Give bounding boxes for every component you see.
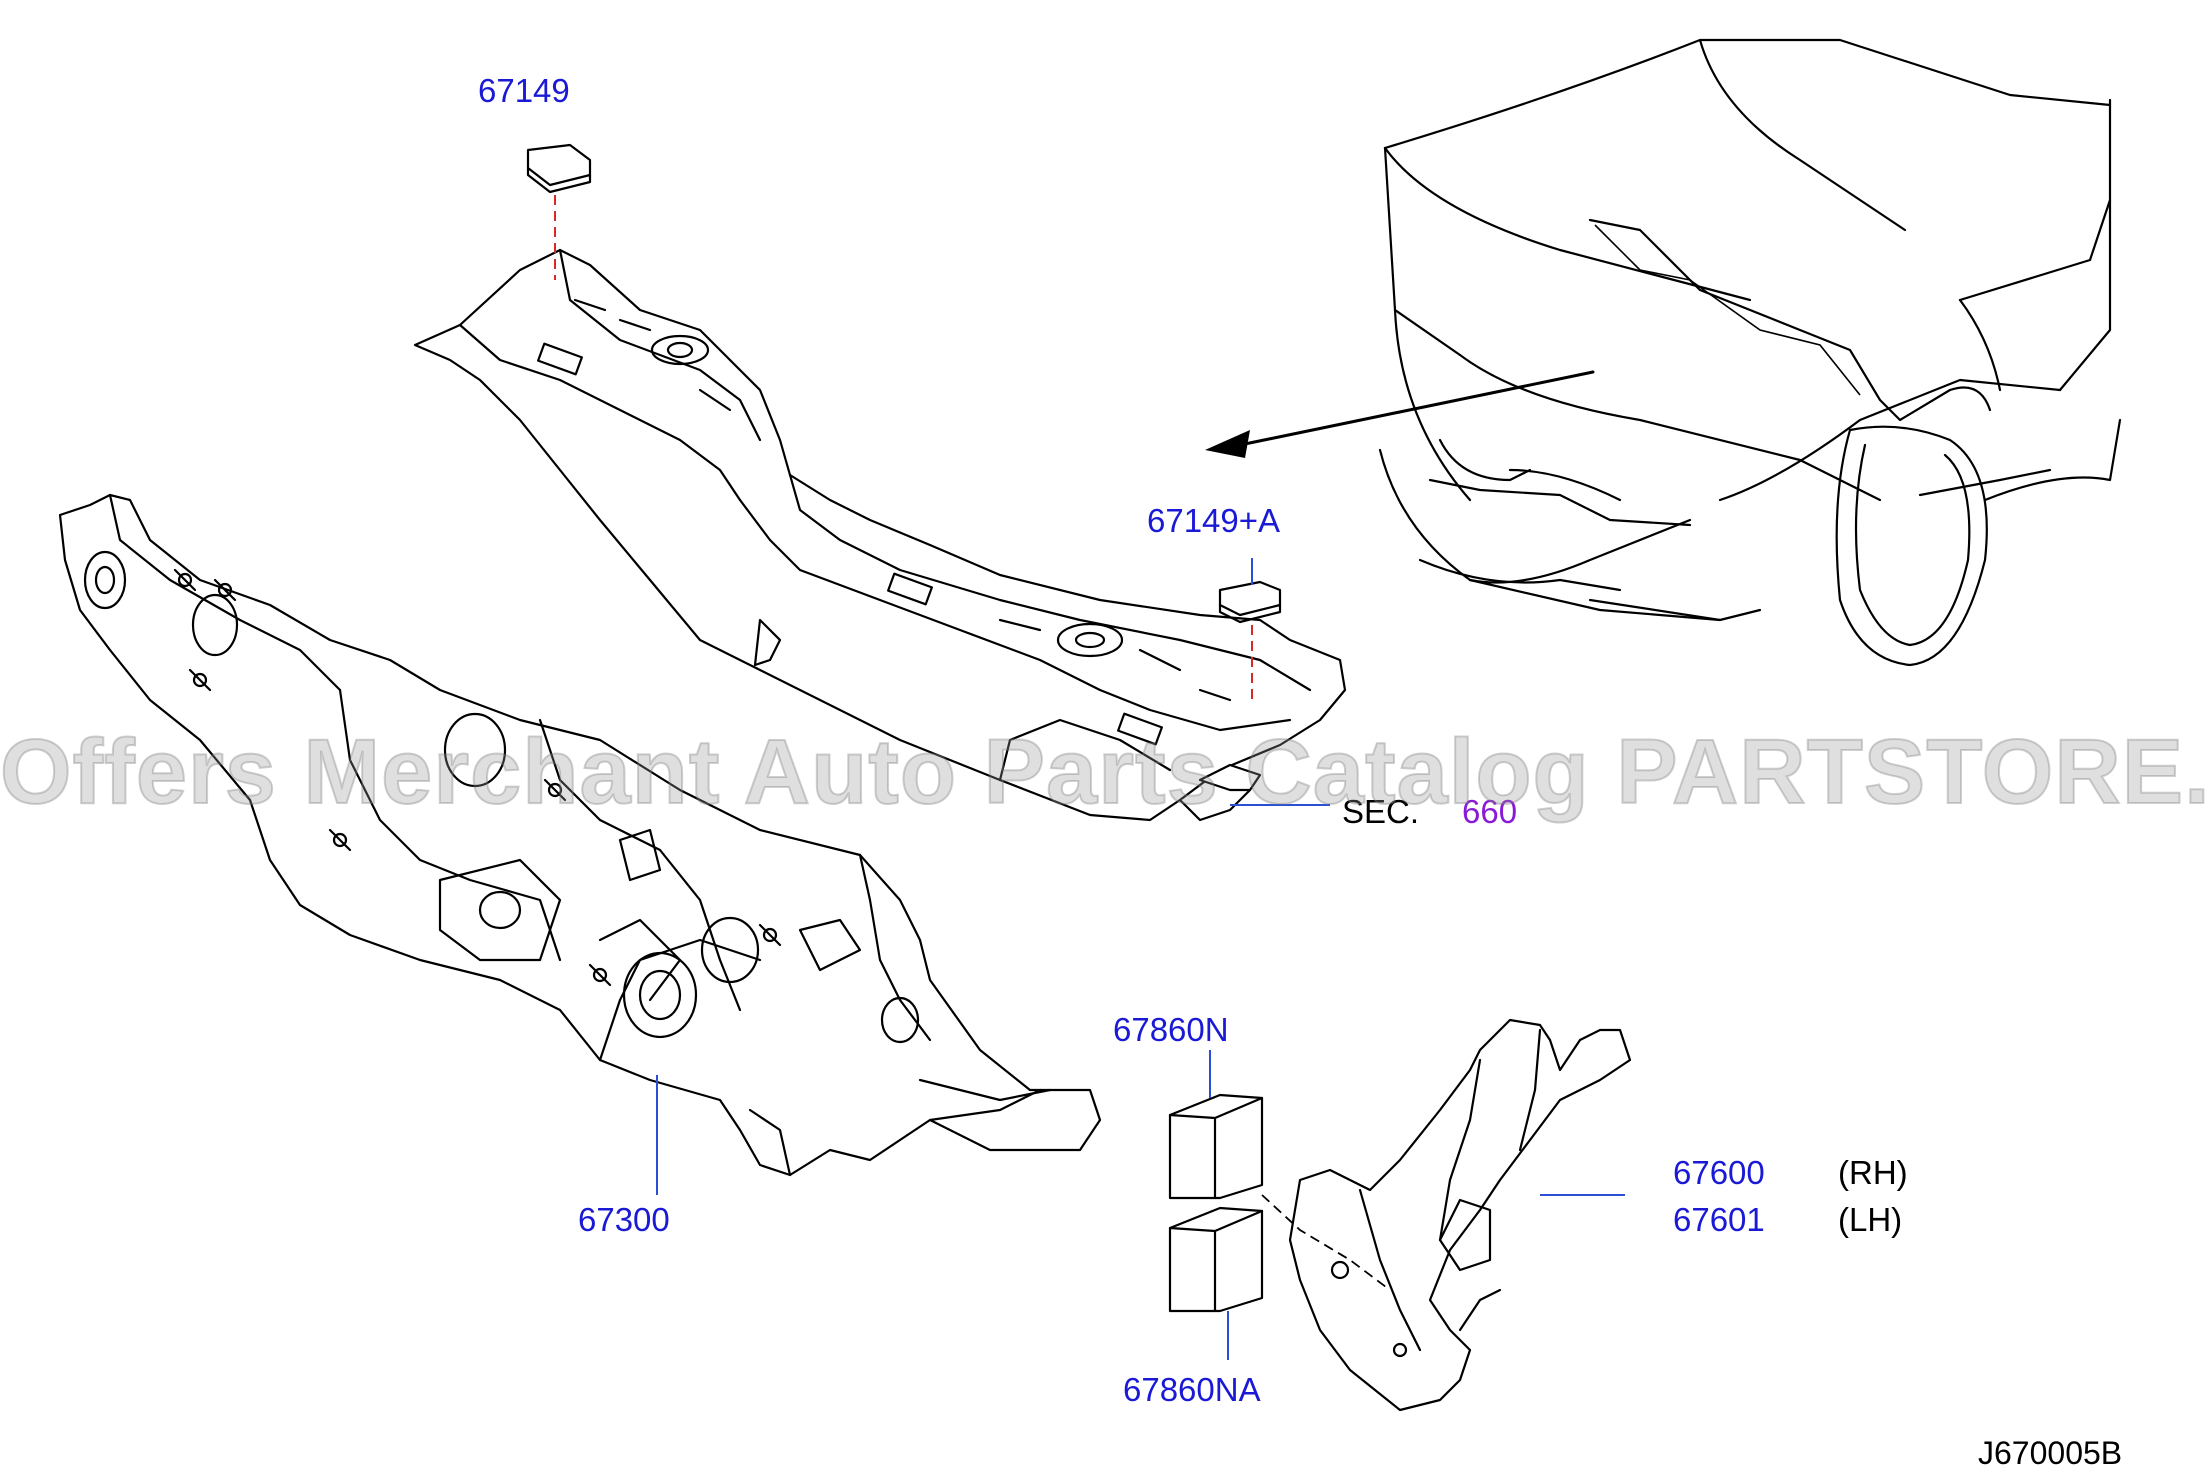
insulator-67860n-shape bbox=[1168, 1093, 1264, 1200]
part-number-67860na[interactable]: 67860NA bbox=[1123, 1371, 1261, 1408]
leader-lines bbox=[656, 558, 1625, 1360]
part-number-67601[interactable]: 67601 bbox=[1673, 1201, 1765, 1238]
insulator-67860na-shape bbox=[1168, 1206, 1264, 1313]
part-number-67149a[interactable]: 67149+A bbox=[1147, 502, 1281, 539]
part-number-67600[interactable]: 67600 bbox=[1673, 1154, 1765, 1191]
side-label-lh: (LH) bbox=[1838, 1201, 1903, 1238]
dash-panel bbox=[58, 493, 1102, 1177]
section-prefix: SEC. bbox=[1342, 793, 1420, 830]
vehicle-overview bbox=[1378, 38, 2122, 667]
pad-67149-shape bbox=[526, 143, 592, 194]
alignment-dash-insulators bbox=[1261, 1194, 1391, 1291]
part-number-67300[interactable]: 67300 bbox=[578, 1201, 670, 1238]
cowl-top-panel bbox=[413, 248, 1347, 822]
location-arrow bbox=[1205, 370, 1595, 458]
section-reference-link[interactable]: 660 bbox=[1462, 793, 1518, 830]
part-number-67149[interactable]: 67149 bbox=[478, 72, 570, 109]
side-label-rh: (RH) bbox=[1838, 1154, 1908, 1191]
diagram-code: J670005B bbox=[1978, 1435, 2123, 1471]
pad-67149a-shape bbox=[1218, 580, 1282, 624]
dash-side-panel bbox=[1288, 1018, 1632, 1412]
part-number-67860n[interactable]: 67860N bbox=[1113, 1011, 1229, 1048]
